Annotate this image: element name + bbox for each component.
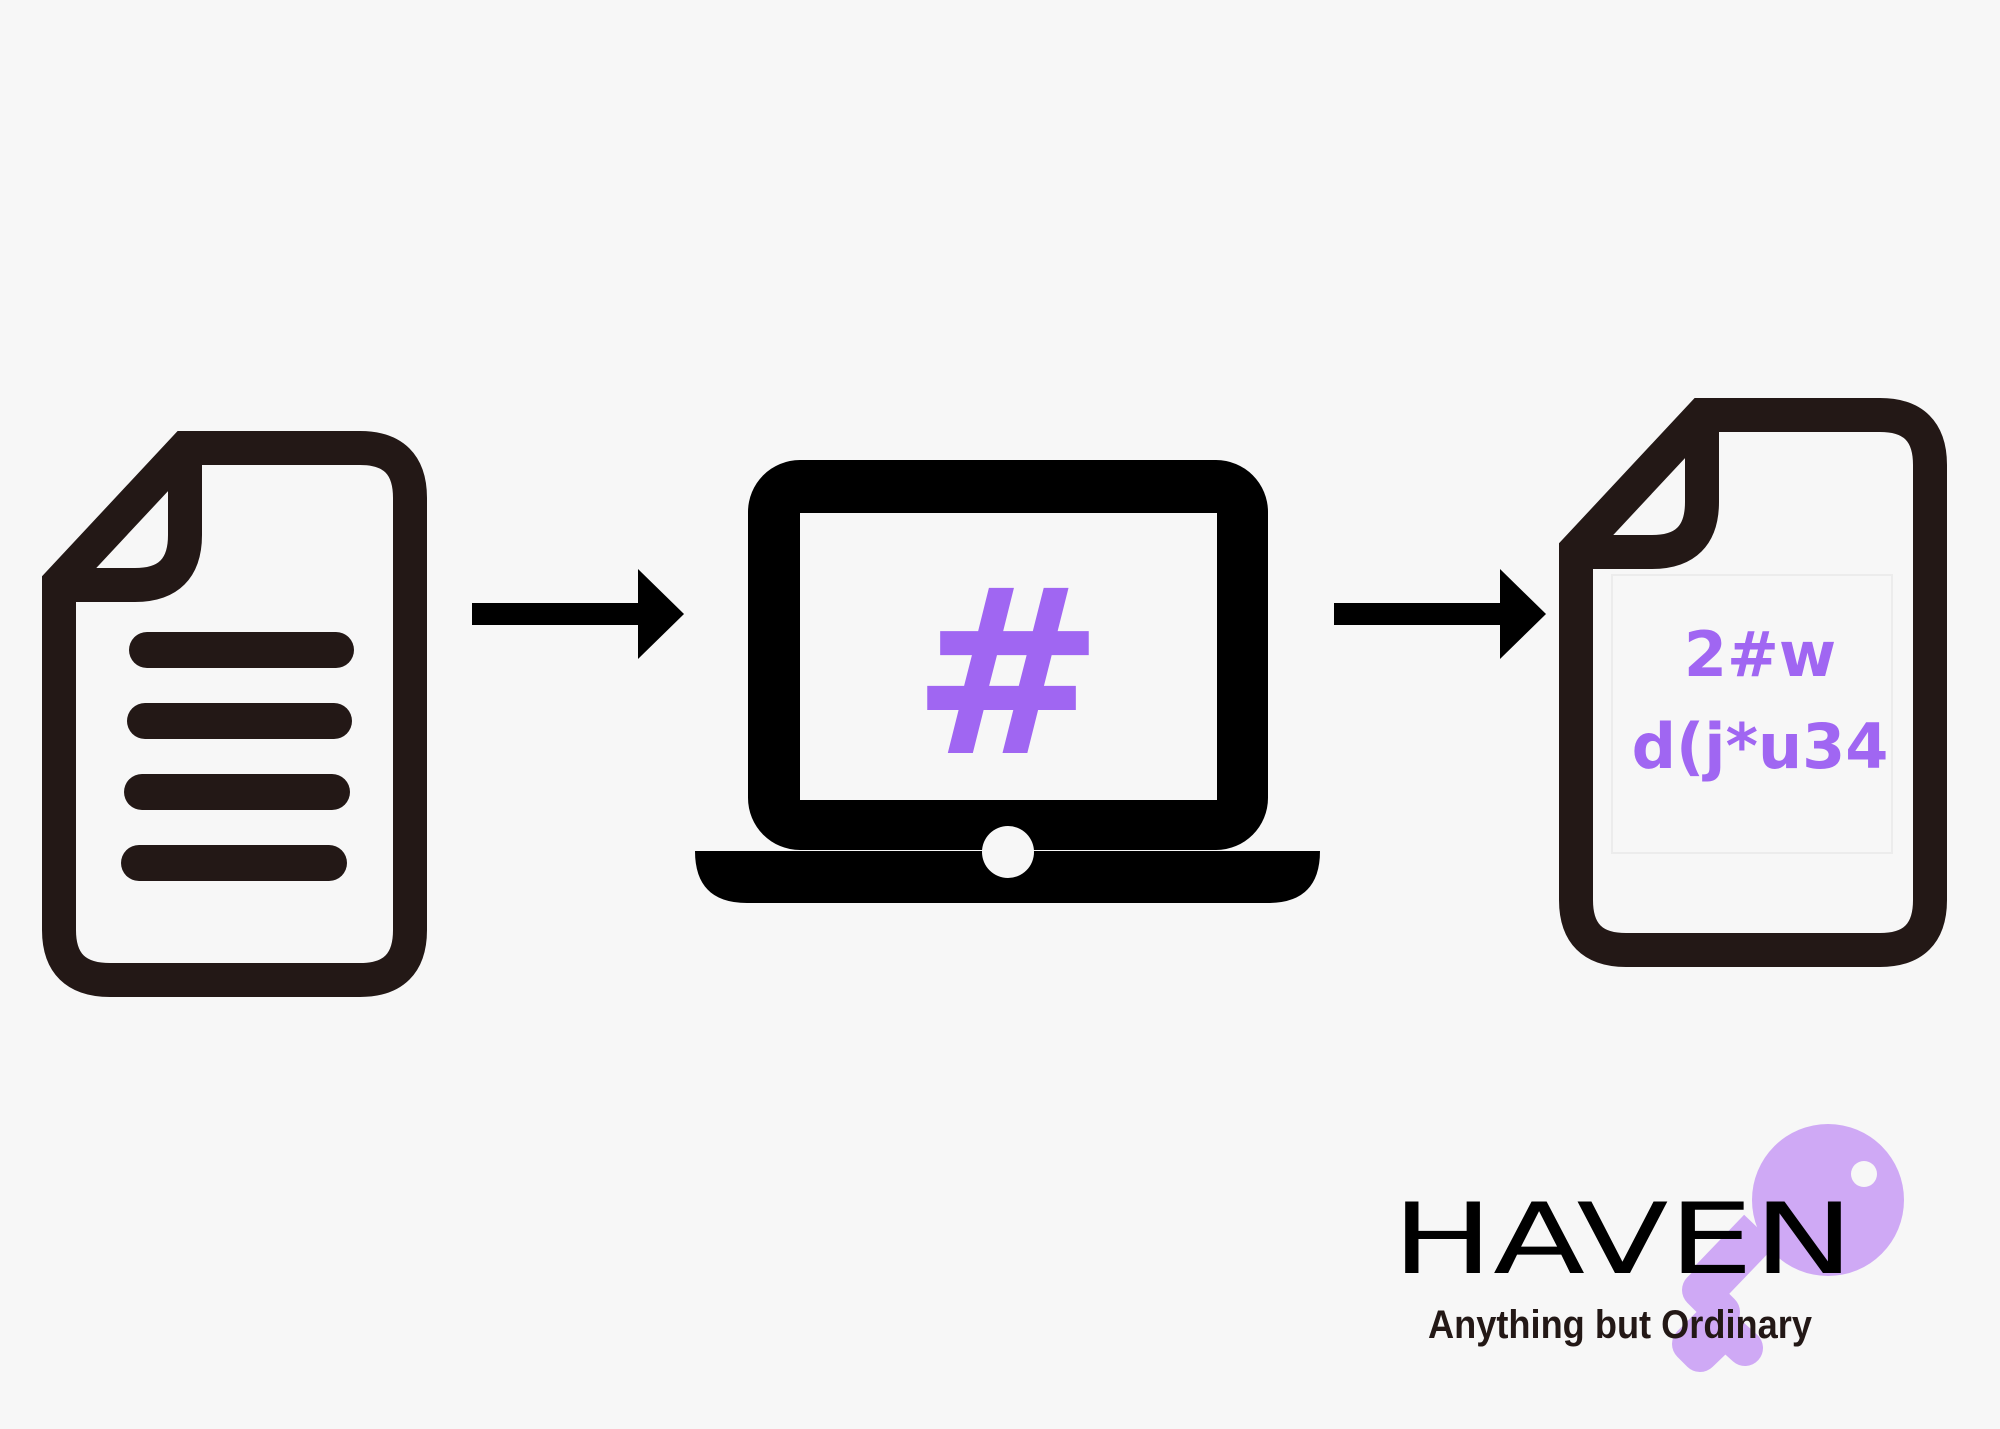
ciphertext: 2#w d(j*u34	[1632, 618, 1889, 783]
ciphertext-line-1: 2#w	[1684, 618, 1836, 691]
text-lines	[121, 632, 354, 881]
document-icon	[42, 431, 427, 997]
encrypted-document-icon: 2#w d(j*u34	[1559, 398, 1947, 967]
arrow-right-icon	[1334, 569, 1546, 659]
brand-tagline: Anything but Ordinary	[1428, 1303, 1813, 1347]
key-icon	[1672, 1124, 1904, 1372]
brand-logo: HAVEN Anything but Ordinary	[1392, 1124, 1904, 1372]
brand-name: HAVEN	[1392, 1183, 1854, 1297]
laptop-icon: #	[695, 460, 1320, 903]
arrow-right-icon	[472, 569, 684, 659]
hash-symbol: #	[912, 541, 1105, 808]
ciphertext-line-2: d(j*u34	[1632, 710, 1889, 783]
power-button-icon	[982, 826, 1034, 878]
